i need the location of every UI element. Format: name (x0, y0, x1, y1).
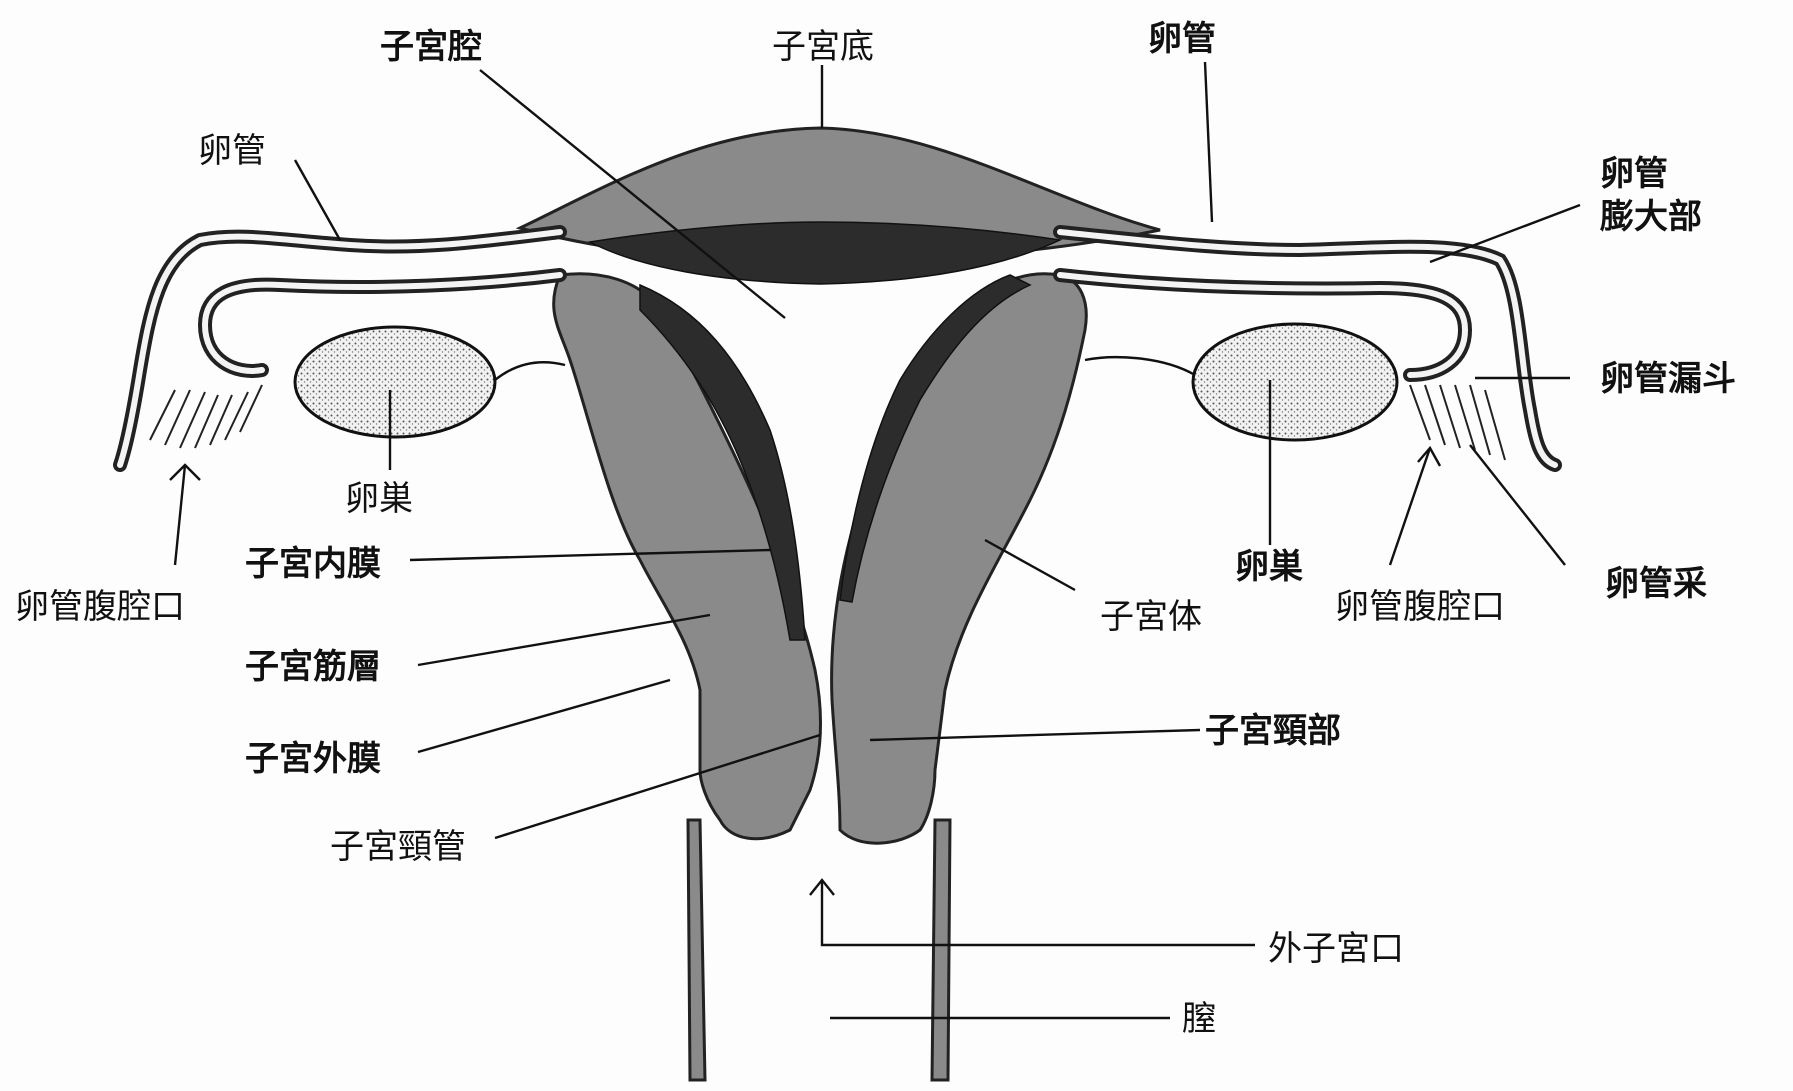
label-infundibulum: 卵管漏斗 (1600, 359, 1736, 399)
fimbriae-right (1410, 385, 1505, 460)
label-ampulla-line2: 膨大部 (1599, 197, 1702, 237)
label-fundus: 子宮底 (772, 27, 874, 67)
label-cervix: 子宮頸部 (1205, 711, 1341, 751)
label-tube-top-right: 卵管 (1148, 19, 1216, 59)
label-ovary-right: 卵巣 (1235, 547, 1303, 587)
label-ovary-left: 卵巣 (345, 479, 413, 519)
vagina-wall-right (932, 820, 950, 1080)
label-tube-left: 卵管 (198, 131, 266, 171)
fimbriae-left (150, 385, 262, 448)
label-external-os: 外子宮口 (1268, 929, 1404, 969)
label-perimetrium: 子宮外膜 (245, 739, 381, 779)
label-uterine-cavity: 子宮腔 (380, 27, 482, 67)
label-ostium-right: 卵管腹腔口 (1335, 587, 1505, 627)
label-endometrium: 子宮内膜 (245, 544, 381, 584)
label-ostium-left: 卵管腹腔口 (15, 587, 185, 627)
ovary-right (1193, 324, 1397, 440)
label-myometrium: 子宮筋層 (245, 647, 381, 687)
uterine-wall-right (832, 274, 1087, 843)
label-fimbriae: 卵管采 (1605, 564, 1707, 604)
label-ampulla-line1: 卵管 (1600, 154, 1668, 194)
label-uterine-body: 子宮体 (1100, 597, 1202, 637)
label-vagina: 膣 (1182, 999, 1216, 1039)
vagina-wall-left (688, 820, 705, 1080)
label-cervical-canal: 子宮頸管 (330, 827, 466, 867)
ovary-left (295, 327, 495, 437)
